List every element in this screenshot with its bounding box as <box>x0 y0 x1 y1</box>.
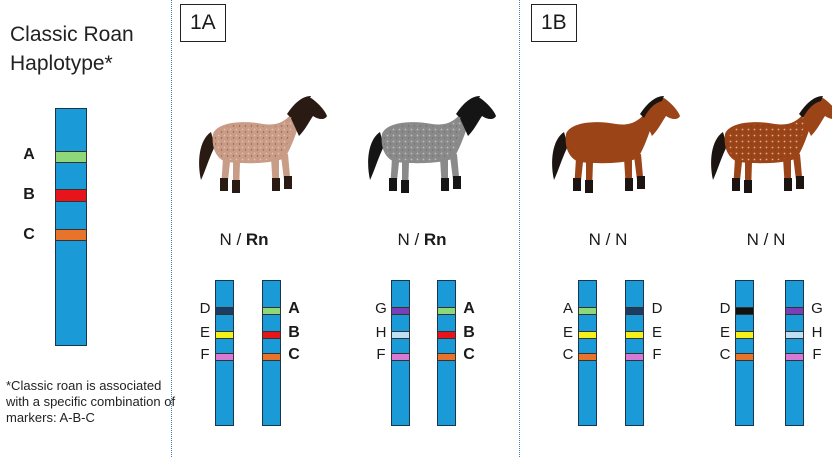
marker-band <box>262 307 281 315</box>
chromosome-1-2 <box>262 280 281 426</box>
marker-label: H <box>375 324 387 341</box>
panel-label-1a: 1A <box>180 4 226 42</box>
marker-label: F <box>652 346 662 363</box>
marker-label: A <box>562 300 573 317</box>
marker-band <box>215 307 234 315</box>
marker-label: D <box>719 300 731 317</box>
marker-label: B <box>463 324 475 341</box>
marker-label: F <box>812 346 822 363</box>
reference-band-a <box>55 151 87 163</box>
marker-label: E <box>651 324 662 341</box>
panel-divider-2 <box>519 0 520 457</box>
marker-label: E <box>719 324 730 341</box>
marker-band <box>437 307 456 315</box>
marker-band <box>578 353 597 361</box>
marker-label: E <box>562 324 573 341</box>
genotype-horse-3: N / N <box>588 230 628 249</box>
horse-2-icon <box>368 96 496 193</box>
marker-label: A <box>463 300 475 317</box>
marker-label: F <box>376 346 386 363</box>
chromosome-3-2 <box>625 280 644 426</box>
marker-band <box>391 307 410 315</box>
chromosome-3-1 <box>578 280 597 426</box>
marker-label: C <box>288 346 300 363</box>
marker-label: G <box>375 300 387 317</box>
marker-band <box>262 331 281 339</box>
marker-label: H <box>811 324 823 341</box>
reference-chromosome <box>55 108 87 346</box>
marker-label: A <box>288 300 300 317</box>
genotype-horse-1: N / Rn <box>219 230 269 249</box>
marker-band <box>215 353 234 361</box>
reference-band-c <box>55 229 87 241</box>
marker-band <box>578 331 597 339</box>
chromosome-2-2 <box>437 280 456 426</box>
marker-label: F <box>200 346 210 363</box>
chromosome-2-1 <box>391 280 410 426</box>
chromosome-1-1 <box>215 280 234 426</box>
horse-3-icon <box>552 96 680 193</box>
genotype-horse-2: N / Rn <box>397 230 447 249</box>
marker-band <box>785 353 804 361</box>
marker-label: D <box>199 300 211 317</box>
chromosome-4-1 <box>735 280 754 426</box>
title-line-2: Haplotype* <box>10 52 113 75</box>
marker-band <box>262 353 281 361</box>
marker-band <box>625 307 644 315</box>
marker-label: E <box>199 324 210 341</box>
panel-label-1b: 1B <box>531 4 577 42</box>
marker-band <box>391 353 410 361</box>
marker-band <box>437 331 456 339</box>
marker-band <box>625 331 644 339</box>
marker-label: D <box>651 300 663 317</box>
marker-band <box>437 353 456 361</box>
marker-band <box>735 331 754 339</box>
title-line-1: Classic Roan <box>10 23 134 46</box>
marker-label: C <box>719 346 731 363</box>
reference-label-b: B <box>23 186 35 203</box>
marker-band <box>735 307 754 315</box>
panel-divider-1 <box>171 0 172 457</box>
reference-band-b <box>55 189 87 202</box>
marker-band <box>578 307 597 315</box>
marker-band <box>785 307 804 315</box>
reference-label-a: A <box>23 146 35 163</box>
marker-band <box>785 331 804 339</box>
reference-label-c: C <box>23 226 35 243</box>
page-title: Classic Roan Haplotype* <box>10 20 134 78</box>
chromosome-4-2 <box>785 280 804 426</box>
marker-label: C <box>463 346 475 363</box>
marker-band <box>215 331 234 339</box>
horse-1-icon <box>199 96 327 193</box>
marker-label: B <box>288 324 300 341</box>
horse-4-icon <box>711 96 832 193</box>
marker-band <box>735 353 754 361</box>
genotype-horse-4: N / N <box>746 230 786 249</box>
marker-label: G <box>811 300 823 317</box>
marker-band <box>391 331 410 339</box>
footnote: *Classic roan is associated with a speci… <box>6 378 176 425</box>
marker-label: C <box>562 346 574 363</box>
marker-band <box>625 353 644 361</box>
